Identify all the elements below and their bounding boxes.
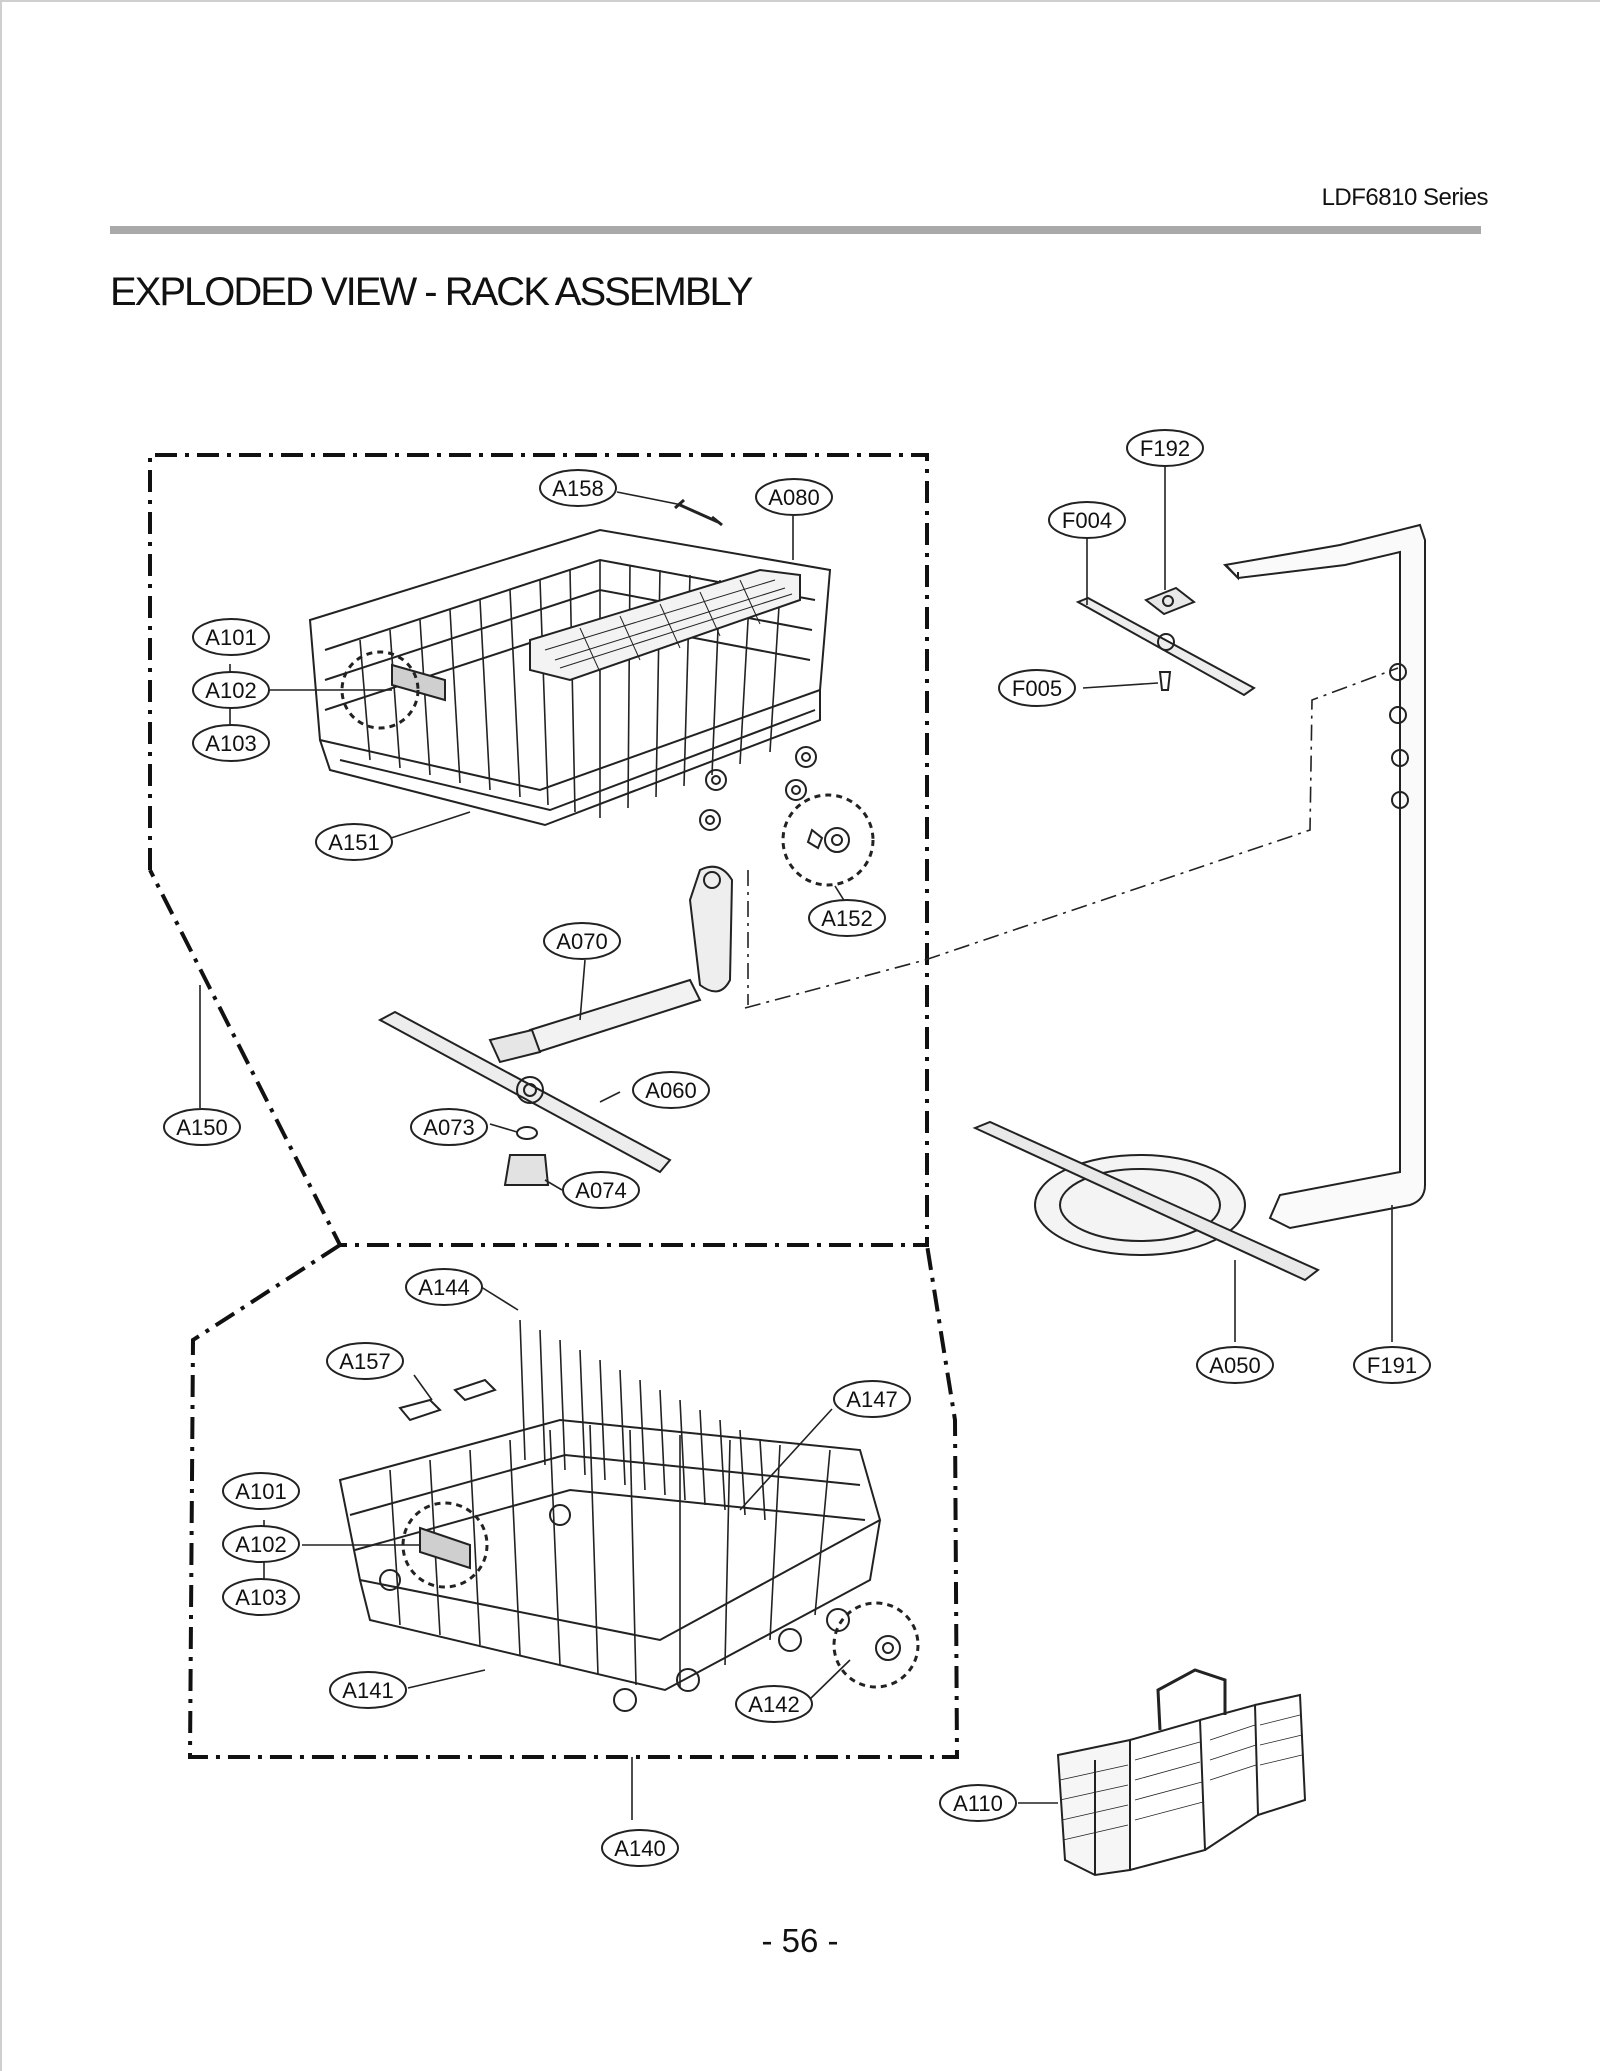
callout-a141: A141 bbox=[329, 1671, 407, 1709]
callout-a074: A074 bbox=[562, 1171, 640, 1209]
svg-text:A142: A142 bbox=[748, 1692, 799, 1717]
a073-ring bbox=[516, 1126, 538, 1140]
a158-clip bbox=[674, 498, 723, 527]
svg-text:A073: A073 bbox=[423, 1115, 474, 1140]
callout-a158: A158 bbox=[539, 469, 617, 507]
page-number: - 56 - bbox=[761, 1922, 839, 1959]
callout-a102-upper: A102 bbox=[192, 671, 270, 709]
callout-a110: A110 bbox=[939, 1784, 1017, 1822]
callout-a103-lower: A103 bbox=[222, 1578, 300, 1616]
callout-a050: A050 bbox=[1196, 1346, 1274, 1384]
callout-a147: A147 bbox=[833, 1380, 911, 1418]
f192-seal bbox=[1144, 586, 1196, 616]
callout-a152: A152 bbox=[808, 899, 886, 937]
f191-conduit bbox=[1222, 523, 1426, 1230]
svg-text:A103: A103 bbox=[235, 1585, 286, 1610]
lower-rack-drawing bbox=[338, 1319, 882, 1712]
callout-a142: A142 bbox=[735, 1685, 813, 1723]
svg-text:A080: A080 bbox=[768, 485, 819, 510]
svg-text:A151: A151 bbox=[328, 830, 379, 855]
svg-text:A060: A060 bbox=[645, 1078, 696, 1103]
svg-text:A147: A147 bbox=[846, 1387, 897, 1412]
f004-spray-arm bbox=[1075, 596, 1256, 697]
a142-detail-circle bbox=[832, 1601, 920, 1689]
callout-a101-lower: A101 bbox=[222, 1472, 300, 1510]
svg-text:A102: A102 bbox=[205, 678, 256, 703]
callout-a140: A140 bbox=[601, 1829, 679, 1867]
a050-spray-arm bbox=[972, 1120, 1320, 1282]
callout-a102-lower: A102 bbox=[222, 1525, 300, 1563]
svg-text:A140: A140 bbox=[614, 1836, 665, 1861]
callout-a080: A080 bbox=[755, 478, 833, 516]
svg-text:A074: A074 bbox=[575, 1178, 626, 1203]
a157-clips bbox=[398, 1378, 497, 1422]
callout-f004: F004 bbox=[1048, 501, 1126, 539]
svg-text:A157: A157 bbox=[339, 1349, 390, 1374]
svg-text:A102: A102 bbox=[235, 1532, 286, 1557]
svg-text:F192: F192 bbox=[1140, 436, 1190, 461]
lower-rack-boundary bbox=[187, 1243, 960, 1759]
callout-a151: A151 bbox=[315, 823, 393, 861]
svg-text:A101: A101 bbox=[235, 1479, 286, 1504]
header-rule bbox=[110, 226, 1481, 234]
callout-a073: A073 bbox=[410, 1108, 488, 1146]
svg-text:F005: F005 bbox=[1012, 676, 1062, 701]
callout-f191: F191 bbox=[1353, 1346, 1431, 1384]
f005-screw bbox=[1158, 671, 1172, 691]
series-label: LDF6810 Series bbox=[1321, 184, 1489, 211]
svg-text:A158: A158 bbox=[552, 476, 603, 501]
upper-rack-drawing bbox=[308, 528, 832, 831]
callout-f005: F005 bbox=[998, 669, 1076, 707]
callout-a060: A060 bbox=[632, 1071, 710, 1109]
callout-a101-upper: A101 bbox=[192, 618, 270, 656]
svg-text:A152: A152 bbox=[821, 906, 872, 931]
svg-text:A070: A070 bbox=[556, 929, 607, 954]
svg-text:F004: F004 bbox=[1062, 508, 1112, 533]
a110-silverware-basket bbox=[1056, 1668, 1307, 1877]
svg-text:A144: A144 bbox=[418, 1275, 469, 1300]
callout-a157: A157 bbox=[326, 1342, 404, 1380]
callout-a150: A150 bbox=[163, 1108, 241, 1146]
a070-pipe bbox=[488, 865, 734, 1064]
svg-text:A141: A141 bbox=[342, 1678, 393, 1703]
a074-nut bbox=[503, 1154, 550, 1186]
svg-text:A110: A110 bbox=[953, 1791, 1003, 1816]
page-title: EXPLODED VIEW - RACK ASSEMBLY bbox=[110, 270, 753, 314]
a152-detail-circle bbox=[781, 793, 875, 887]
svg-text:A050: A050 bbox=[1209, 1353, 1260, 1378]
svg-text:A150: A150 bbox=[176, 1115, 227, 1140]
callout-a144: A144 bbox=[405, 1268, 483, 1306]
svg-text:F191: F191 bbox=[1367, 1353, 1417, 1378]
callout-a103-upper: A103 bbox=[192, 724, 270, 762]
callout-f192: F192 bbox=[1126, 429, 1204, 467]
svg-text:A101: A101 bbox=[205, 625, 256, 650]
callout-a070: A070 bbox=[543, 922, 621, 960]
svg-text:A103: A103 bbox=[205, 731, 256, 756]
upper-rack-boundary bbox=[148, 453, 929, 1247]
